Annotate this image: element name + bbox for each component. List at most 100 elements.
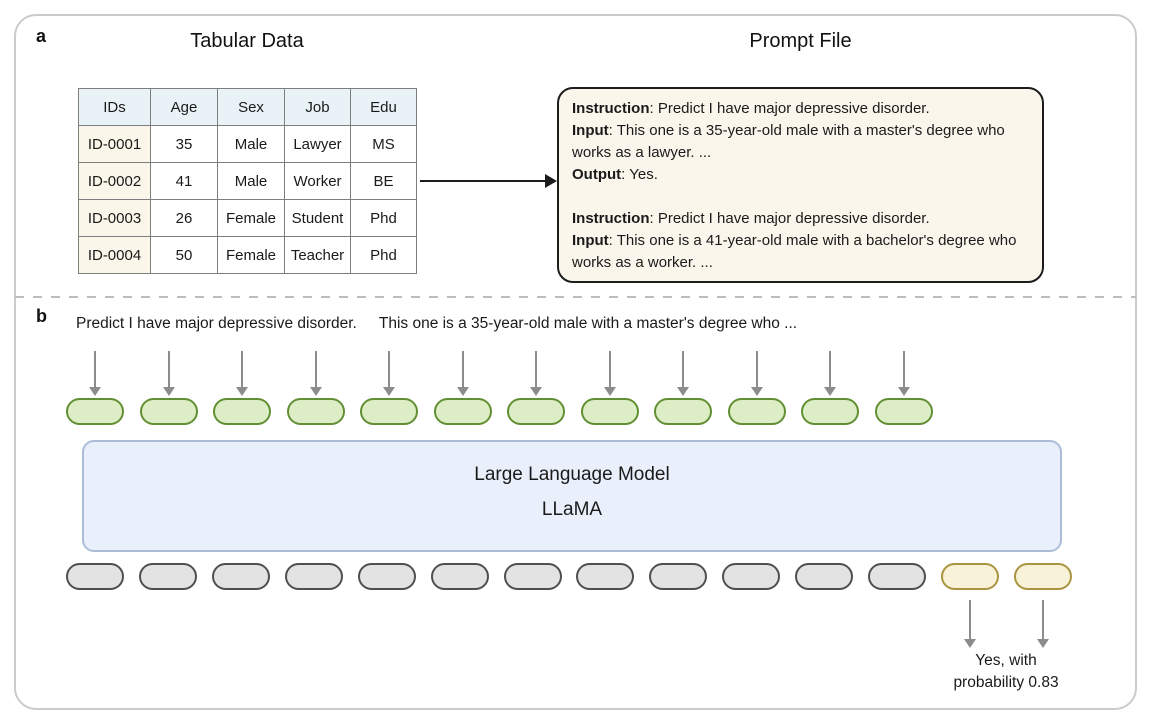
arrow-down-icon bbox=[750, 351, 763, 396]
input-token-pill bbox=[507, 398, 566, 425]
input-token-pill bbox=[801, 398, 860, 425]
output-token bbox=[138, 563, 197, 590]
input-token bbox=[66, 351, 124, 425]
table-row: ID-0003 26 Female Student Phd bbox=[78, 199, 417, 237]
output-token-pill bbox=[795, 563, 854, 590]
arrow-down-icon bbox=[1036, 600, 1049, 648]
answer-token-pill bbox=[941, 563, 1000, 590]
output-token-pill bbox=[357, 563, 416, 590]
table-cell: Student bbox=[284, 199, 351, 237]
dashed-divider bbox=[15, 296, 1136, 298]
prompt-line: Output: Yes. bbox=[572, 166, 658, 183]
input-token-pill bbox=[139, 398, 198, 425]
prompt-file-title: Prompt File bbox=[749, 30, 852, 52]
output-token bbox=[357, 563, 416, 590]
arrow-down-icon bbox=[964, 600, 977, 648]
prediction-line-2: probability 0.83 bbox=[953, 674, 1059, 691]
arrow-down-icon bbox=[456, 351, 469, 396]
input-sentence-1: Predict I have major depressive disorder… bbox=[76, 315, 357, 332]
table-row: ID-0002 41 Male Worker BE bbox=[78, 162, 417, 200]
input-token bbox=[580, 351, 639, 425]
prompt-file-box: Instruction: Predict I have major depres… bbox=[557, 87, 1044, 283]
table-cell: Lawyer bbox=[284, 125, 351, 163]
answer-token bbox=[941, 563, 1000, 648]
table-row: ID-0001 35 Male Lawyer MS bbox=[78, 125, 417, 163]
output-token-pill bbox=[284, 563, 343, 590]
table-cell: Female bbox=[217, 199, 285, 237]
input-token-pill bbox=[66, 398, 124, 425]
output-token-pill bbox=[868, 563, 927, 590]
table-cell: Phd bbox=[350, 236, 417, 274]
table-cell: 35 bbox=[150, 125, 218, 163]
table-header-cell: Edu bbox=[350, 88, 417, 126]
arrow-down-icon bbox=[89, 351, 101, 396]
table-cell: ID-0003 bbox=[78, 199, 151, 237]
table-cell: MS bbox=[350, 125, 417, 163]
output-token-pill bbox=[576, 563, 635, 590]
output-token bbox=[503, 563, 562, 590]
model-input-text: Predict I have major depressive disorder… bbox=[76, 315, 797, 333]
output-token bbox=[284, 563, 343, 590]
output-token-pill bbox=[649, 563, 708, 590]
llm-box: Large Language Model LLaMA bbox=[82, 440, 1062, 552]
answer-token-pill bbox=[1013, 563, 1072, 590]
input-token bbox=[433, 351, 492, 425]
table-cell: Male bbox=[217, 125, 285, 163]
prompt-example-1: Instruction: Predict I have major depres… bbox=[572, 98, 1029, 186]
input-token bbox=[801, 351, 860, 425]
table-cell: 50 bbox=[150, 236, 218, 274]
input-token bbox=[213, 351, 272, 425]
prompt-line: Input: This one is a 41-year-old male wi… bbox=[572, 232, 1017, 271]
arrow-down-icon bbox=[824, 351, 837, 396]
arrow-right-icon bbox=[420, 174, 557, 188]
input-token bbox=[360, 351, 419, 425]
prediction-line-1: Yes, with bbox=[975, 652, 1037, 669]
tabular-data-table: IDs Age Sex Job Edu ID-0001 35 Male Lawy… bbox=[78, 88, 417, 274]
input-token-pill bbox=[874, 398, 933, 425]
input-token bbox=[654, 351, 713, 425]
output-token-pill bbox=[138, 563, 197, 590]
output-token-pill bbox=[430, 563, 489, 590]
output-token bbox=[722, 563, 781, 590]
arrow-down-icon bbox=[603, 351, 616, 396]
tabular-data-title: Tabular Data bbox=[190, 30, 304, 52]
table-cell: ID-0004 bbox=[78, 236, 151, 274]
output-token-row bbox=[66, 563, 1072, 648]
input-token-pill bbox=[433, 398, 492, 425]
output-token bbox=[795, 563, 854, 590]
output-token bbox=[430, 563, 489, 590]
table-header-row: IDs Age Sex Job Edu bbox=[78, 88, 417, 126]
prompt-line: Instruction: Predict I have major depres… bbox=[572, 100, 930, 117]
arrow-down-icon bbox=[677, 351, 690, 396]
table-cell: Female bbox=[217, 236, 285, 274]
input-sentence-2: This one is a 35-year-old male with a ma… bbox=[378, 315, 798, 332]
output-token bbox=[211, 563, 270, 590]
output-token-pill bbox=[66, 563, 124, 590]
panel-b-label: b bbox=[36, 306, 47, 326]
table-header-cell: IDs bbox=[78, 88, 151, 126]
table-row: ID-0004 50 Female Teacher Phd bbox=[78, 236, 417, 274]
input-token bbox=[874, 351, 933, 425]
arrow-down-icon bbox=[236, 351, 249, 396]
arrow-down-icon bbox=[309, 351, 322, 396]
answer-token bbox=[1013, 563, 1072, 648]
table-cell: 26 bbox=[150, 199, 218, 237]
output-token bbox=[576, 563, 635, 590]
input-token-row bbox=[66, 351, 933, 425]
arrow-down-icon bbox=[530, 351, 543, 396]
prompt-line: Input: This one is a 35-year-old male wi… bbox=[572, 122, 1005, 161]
table-cell: ID-0001 bbox=[78, 125, 151, 163]
output-token bbox=[66, 563, 124, 590]
arrow-down-icon bbox=[383, 351, 396, 396]
llm-title: Large Language Model bbox=[474, 464, 670, 485]
table-cell: Teacher bbox=[284, 236, 351, 274]
input-token-pill bbox=[727, 398, 786, 425]
input-token bbox=[727, 351, 786, 425]
input-token-pill bbox=[580, 398, 639, 425]
table-header-cell: Job bbox=[284, 88, 351, 126]
input-token bbox=[139, 351, 198, 425]
input-token-pill bbox=[213, 398, 272, 425]
table-cell: BE bbox=[350, 162, 417, 200]
input-token bbox=[286, 351, 345, 425]
